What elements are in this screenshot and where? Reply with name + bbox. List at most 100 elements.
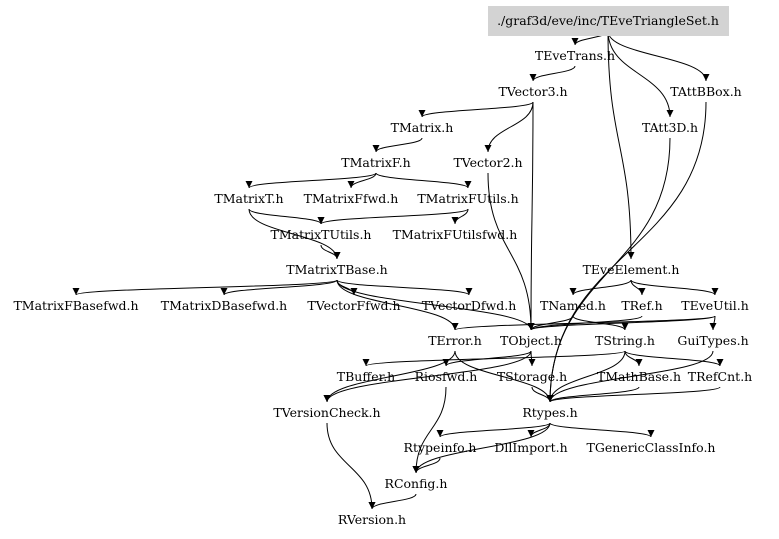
node-label: TVector3.h <box>498 84 567 99</box>
node-tvector2[interactable]: TVector2.h <box>453 155 522 170</box>
arrowhead <box>484 144 492 152</box>
node-label: GuiTypes.h <box>677 333 748 348</box>
arrowhead <box>323 394 331 402</box>
edge-trefcnt-to-rtypes <box>549 386 721 403</box>
node-tatt3d[interactable]: TAtt3D.h <box>642 120 698 135</box>
edge-tmatrixtbase-to-tvectorffwd <box>336 279 355 296</box>
arrowhead <box>571 37 579 45</box>
node-tmatrixfutils[interactable]: TMatrixFUtils.h <box>417 191 518 206</box>
node-label: TGenericClassInfo.h <box>587 440 716 455</box>
edge-tstring-to-rtypes <box>549 350 626 403</box>
arrowhead <box>528 359 536 366</box>
node-tgenericclassinfo[interactable]: TGenericClassInfo.h <box>587 440 716 455</box>
edge-teveelement-to-teveutil <box>630 279 716 296</box>
node-tbuffer[interactable]: TBuffer.h <box>337 369 395 384</box>
node-guitypes[interactable]: GuiTypes.h <box>677 333 748 348</box>
node-tmatrixfutilsfwd[interactable]: TMatrixFUtilsfwd.h <box>393 227 518 242</box>
node-label: TEveElement.h <box>583 262 680 277</box>
node-label: TMatrixDBasefwd.h <box>161 298 287 313</box>
edge-terror-to-tversioncheck <box>326 350 456 403</box>
node-tmatrixt[interactable]: TMatrixT.h <box>214 191 283 206</box>
node-trefcnt[interactable]: TRefCnt.h <box>688 369 752 384</box>
node-tobject[interactable]: TObject.h <box>500 333 562 348</box>
node-label: TObject.h <box>500 333 562 348</box>
edge-tmatrixtbase-to-tobject <box>336 279 532 331</box>
edge-tatt3d-to-rtypes <box>549 137 671 403</box>
node-tstorage[interactable]: TStorage.h <box>497 369 567 384</box>
arrowhead <box>465 287 473 295</box>
node-rtypes[interactable]: Rtypes.h <box>522 405 577 420</box>
node-tmatrixf[interactable]: TMatrixF.h <box>341 155 410 170</box>
arrowhead <box>333 251 341 259</box>
node-tmatrixfbasefwd[interactable]: TMatrixFBasefwd.h <box>13 298 138 313</box>
arrowhead <box>638 287 646 295</box>
edge-tstring-to-trefcnt <box>624 350 721 367</box>
node-teveelement[interactable]: TEveElement.h <box>583 262 680 277</box>
edge-tmatrixtbase-to-terror <box>336 279 456 331</box>
node-terror[interactable]: TError.h <box>428 333 482 348</box>
node-label: TNamed.h <box>540 298 606 313</box>
node-tstring[interactable]: TString.h <box>595 333 655 348</box>
edge-tvector3-to-tmatrix <box>421 101 534 118</box>
edge-teveelement-to-tref <box>630 279 643 296</box>
edge-guitypes-to-rtypes <box>549 350 714 403</box>
arrowhead <box>647 429 655 437</box>
root-node-box <box>488 6 729 36</box>
edge-tversioncheck-to-rversion <box>326 422 373 510</box>
node-tref[interactable]: TRef.h <box>621 298 662 313</box>
node-label: TVectorFfwd.h <box>307 298 400 313</box>
node-teveutil[interactable]: TEveUtil.h <box>681 298 749 313</box>
node-tnamed[interactable]: TNamed.h <box>540 298 606 313</box>
arrowhead <box>368 501 376 509</box>
edge-tevetrans-to-tvector3 <box>532 65 576 82</box>
arrowhead <box>569 287 577 295</box>
node-tmatrixdbasefwd[interactable]: TMatrixDBasefwd.h <box>161 298 287 313</box>
node-root[interactable]: ./graf3d/eve/inc/TEveTriangleSet.h <box>488 6 729 36</box>
node-label: TMatrixFUtilsfwd.h <box>393 227 518 242</box>
edge-rtypes-to-rconfig <box>415 422 551 474</box>
node-tversioncheck[interactable]: TVersionCheck.h <box>273 405 380 420</box>
node-riosfwd[interactable]: Riosfwd.h <box>415 369 478 384</box>
node-tvectorffwd[interactable]: TVectorFfwd.h <box>307 298 400 313</box>
node-label: TMatrixF.h <box>341 155 410 170</box>
node-dllimport[interactable]: DllImport.h <box>494 440 567 455</box>
arrowhead <box>347 180 355 188</box>
edge-teveutil-to-terror <box>454 315 716 331</box>
edge-teveelement-to-tnamed <box>572 279 632 296</box>
node-rtypeinfo[interactable]: Rtypeinfo.h <box>404 440 477 455</box>
node-label: TRefCnt.h <box>688 369 752 384</box>
node-label: TStorage.h <box>497 369 567 384</box>
node-label: Riosfwd.h <box>415 369 478 384</box>
node-label: TEveTrans.h <box>535 48 615 63</box>
node-tmatrixffwd[interactable]: TMatrixFfwd.h <box>304 191 399 206</box>
node-label: TMatrixTUtils.h <box>271 227 372 242</box>
node-tattbbox[interactable]: TAttBBox.h <box>670 84 741 99</box>
node-label: TMatrixFBasefwd.h <box>13 298 138 313</box>
node-tmatrix[interactable]: TMatrix.h <box>391 120 454 135</box>
node-label: ./graf3d/eve/inc/TEveTriangleSet.h <box>497 13 719 28</box>
edge-tmatrixf-to-tmatrixfutils <box>375 172 469 189</box>
arrowhead <box>362 358 370 366</box>
edge-tvector3-to-tobject <box>530 101 534 331</box>
nodes: ./graf3d/eve/inc/TEveTriangleSet.hTEveTr… <box>13 6 752 527</box>
node-label: TVectorDfwd.h <box>422 298 517 313</box>
edge-tmatrixtbase-to-tmatrixfbasefwd <box>75 279 338 296</box>
node-tmathbase[interactable]: TMathBase.h <box>597 369 681 384</box>
edge-rconfig-to-rversion <box>371 493 417 510</box>
node-tvector3[interactable]: TVector3.h <box>498 84 567 99</box>
edge-root-to-tattbbox <box>607 30 707 82</box>
node-tmatrixtutils[interactable]: TMatrixTUtils.h <box>271 227 372 242</box>
node-tvectordfwd[interactable]: TVectorDfwd.h <box>422 298 517 313</box>
arrowhead <box>635 358 643 366</box>
node-tevetrans[interactable]: TEveTrans.h <box>535 48 615 63</box>
edge-root-to-tatt3d <box>607 30 671 118</box>
arrowhead <box>451 322 459 330</box>
edge-tmatrixf-to-tmatrixt <box>248 172 377 189</box>
node-tmatrixtbase[interactable]: TMatrixTBase.h <box>286 262 387 277</box>
arrowhead <box>220 287 228 295</box>
node-rconfig[interactable]: RConfig.h <box>385 476 448 491</box>
edge-root-to-teveelement <box>607 30 632 260</box>
edge-tvector3-to-tvector2 <box>487 101 534 153</box>
edge-terror-to-rtypes <box>454 350 551 403</box>
node-rversion[interactable]: RVersion.h <box>338 512 406 527</box>
